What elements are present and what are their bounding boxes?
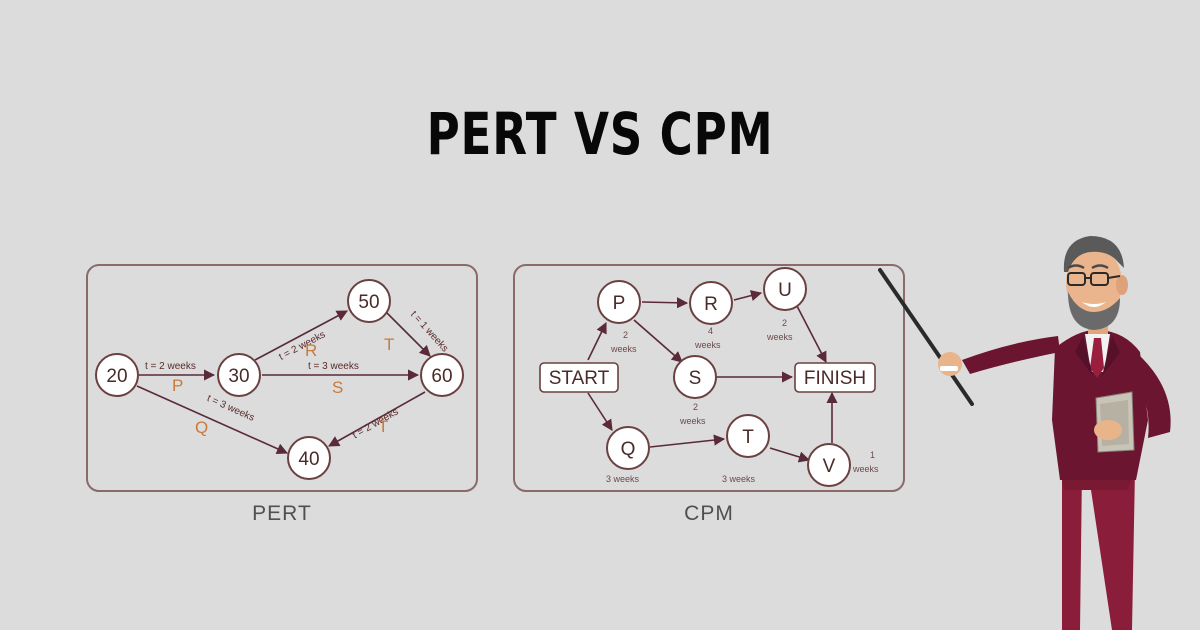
svg-text:R: R [704, 294, 718, 315]
cpm-node-start: START [539, 362, 619, 393]
svg-text:40: 40 [298, 449, 319, 470]
cpm-edge-u-finish [796, 305, 827, 363]
cpm-duration-u-unit: weeks [766, 332, 793, 342]
glasses-icon [1067, 272, 1121, 286]
svg-text:20: 20 [106, 366, 127, 387]
pert-edge-time-50-60: t = 1 weeks [408, 309, 450, 354]
hair [1063, 236, 1124, 272]
cpm-node-r: R [689, 281, 733, 325]
svg-text:V: V [823, 456, 836, 477]
pert-activity-t-upper: T [384, 335, 394, 354]
cpm-edge-p-s [633, 319, 683, 363]
svg-text:30: 30 [228, 366, 249, 387]
cpm-duration-p-num: 2 [623, 330, 628, 340]
cpm-edge-start-q [587, 392, 613, 431]
lower-arm [1130, 356, 1171, 438]
cpm-duration-v-unit: weeks [852, 464, 879, 474]
svg-text:Q: Q [621, 439, 636, 460]
pert-edge-50-60 [385, 311, 431, 357]
pointer-stick-icon [878, 268, 974, 406]
svg-text:T: T [742, 427, 754, 448]
cpm-duration-q: 3 weeks [606, 474, 640, 484]
pert-node-40: 40 [287, 436, 331, 480]
svg-text:P: P [613, 293, 626, 314]
pert-activity-p: P [172, 376, 183, 395]
cpm-edge-t-v [769, 447, 811, 463]
ear [1116, 275, 1128, 295]
pert-node-30: 30 [217, 353, 261, 397]
cpm-duration-t: 3 weeks [722, 474, 756, 484]
cpm-duration-p-unit: weeks [610, 344, 637, 354]
pert-panel: t = 2 weeks t = 2 weeks t = 3 weeks t = … [86, 264, 478, 525]
cpm-edge-p-r [641, 297, 689, 309]
trousers [1060, 470, 1135, 630]
cpm-node-s: S [673, 355, 717, 399]
cpm-duration-s-num: 2 [693, 402, 698, 412]
cpm-duration-u-num: 2 [782, 318, 787, 328]
svg-text:U: U [778, 280, 792, 301]
pert-activity-s: S [332, 378, 343, 397]
pert-edge-40-60 [328, 391, 426, 447]
pert-node-60: 60 [420, 353, 464, 397]
cpm-edge-start-p [587, 321, 607, 361]
cpm-edge-r-u [733, 290, 763, 301]
cpm-duration-r-unit: weeks [694, 340, 721, 350]
pert-node-20: 20 [95, 353, 139, 397]
cpm-duration-v-num: 1 [870, 450, 875, 460]
pert-caption: PERT [252, 502, 312, 525]
page-title: PERT VS CPM [426, 100, 774, 168]
raised-arm [962, 336, 1060, 374]
teacher-illustration [878, 236, 1171, 630]
cpm-frame [513, 264, 905, 492]
beard [1068, 292, 1120, 330]
cpm-duration-s-unit: weeks [679, 416, 706, 426]
cpm-edge-q-t [649, 434, 726, 448]
pert-edge-time-20-30: t = 2 weeks [145, 361, 196, 372]
raised-hand [938, 352, 962, 376]
cpm-node-t: T [726, 414, 770, 458]
pert-node-50: 50 [347, 279, 391, 323]
svg-text:FINISH: FINISH [804, 368, 866, 389]
pert-edge-time-30-60: t = 3 weeks [308, 361, 359, 372]
book-hand [1094, 420, 1122, 440]
tie-icon [1090, 338, 1104, 378]
svg-text:S: S [689, 368, 702, 389]
svg-text:50: 50 [358, 292, 379, 313]
pert-edge-30-50 [254, 310, 348, 361]
cpm-caption: CPM [684, 502, 734, 525]
pert-activity-r: R [305, 341, 317, 360]
svg-text:START: START [549, 368, 610, 389]
cpm-node-p: P [597, 280, 641, 324]
cpm-node-v: V [807, 443, 851, 487]
pert-frame [86, 264, 478, 492]
pert-edge-time-40-60: t = 2 weeks [351, 406, 401, 441]
cpm-node-q: Q [606, 426, 650, 470]
cpm-node-u: U [763, 267, 807, 311]
cpm-node-finish: FINISH [794, 362, 876, 393]
pert-activity-q: Q [195, 418, 208, 437]
cpm-duration-r-num: 4 [708, 326, 713, 336]
pert-activity-t-lower: T [378, 417, 388, 436]
cpm-panel: P R U S Q T V START [513, 264, 905, 525]
pert-edge-20-40 [136, 385, 289, 455]
svg-text:60: 60 [431, 366, 452, 387]
